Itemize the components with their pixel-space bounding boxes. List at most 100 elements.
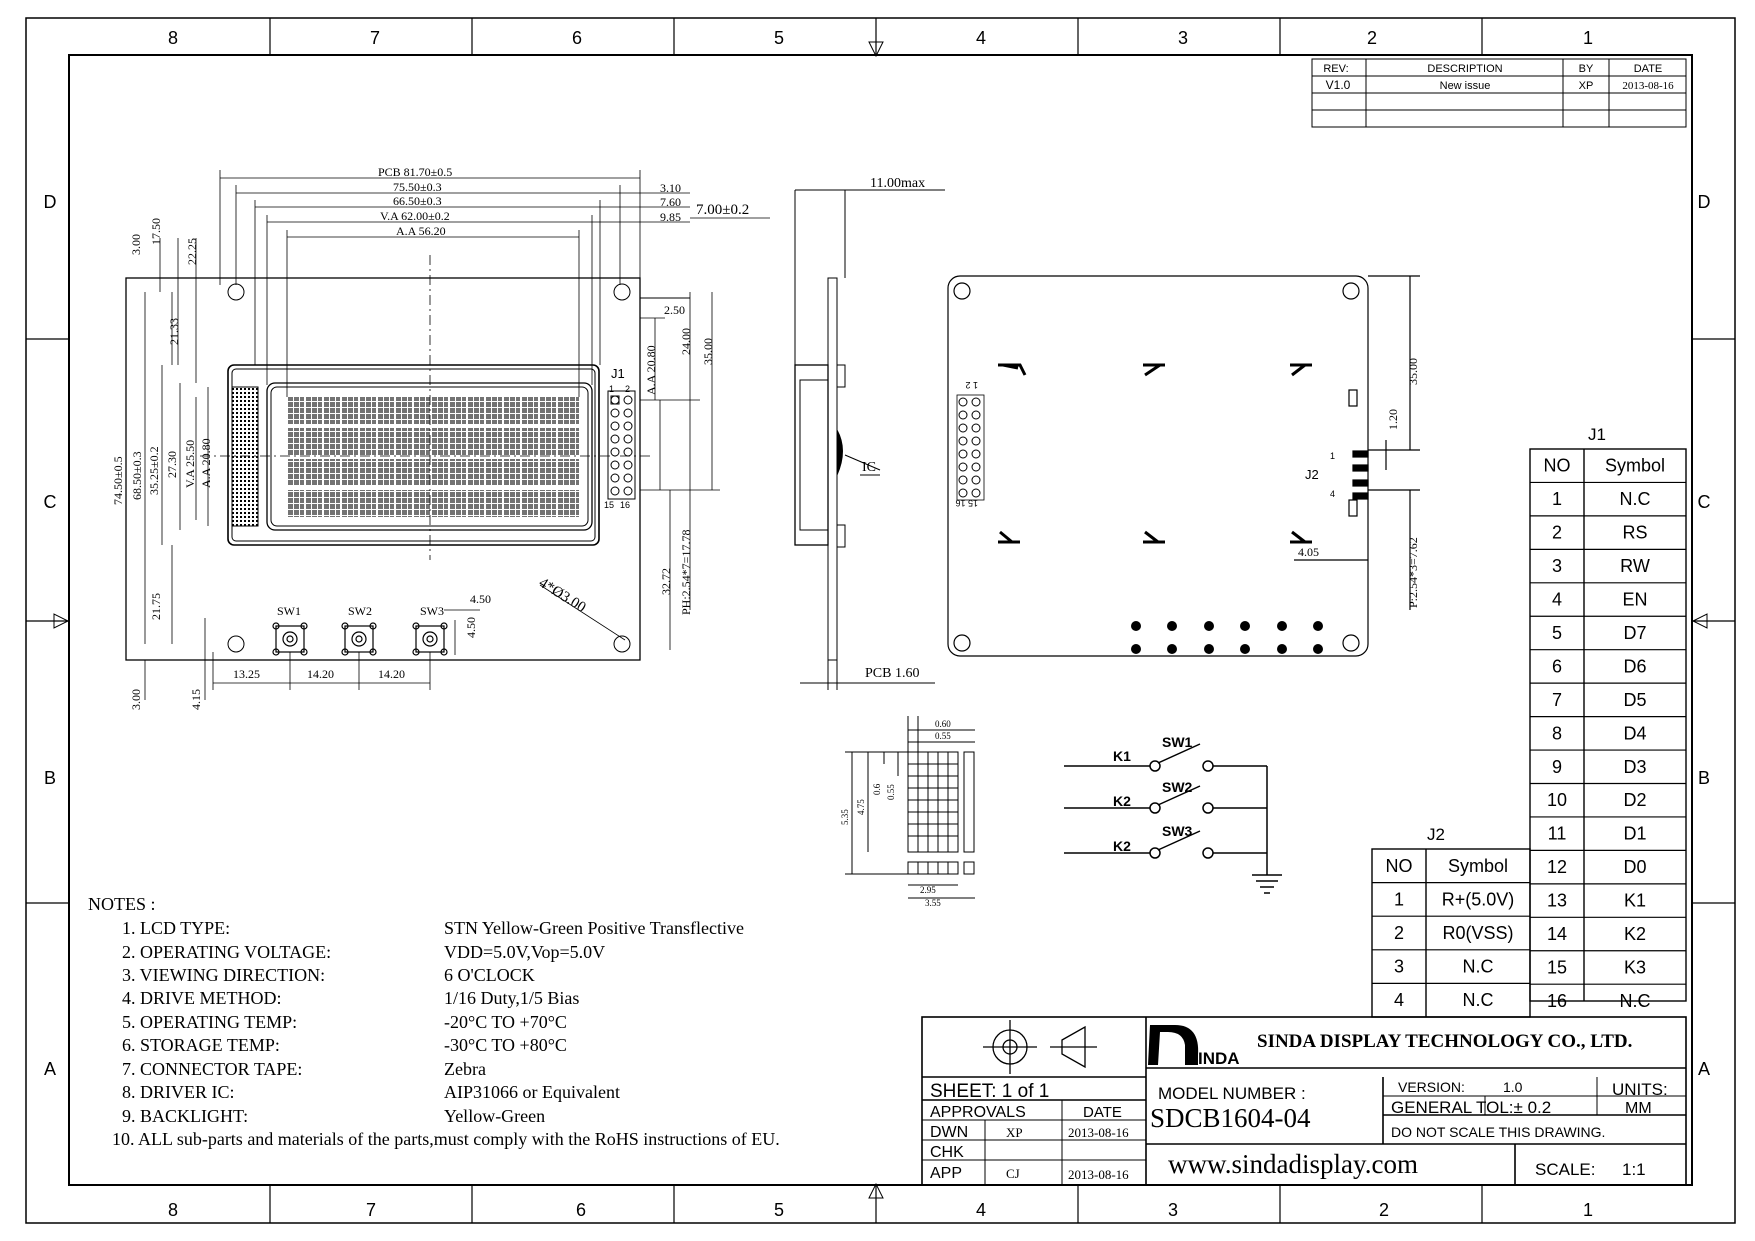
zone-bottom-5: 5 bbox=[774, 1200, 784, 1220]
note-7-label: 7. CONNECTOR TAPE: bbox=[122, 1059, 302, 1079]
scale-label: SCALE: bbox=[1535, 1160, 1595, 1179]
pin-symbol: N.C bbox=[1463, 990, 1494, 1010]
pin-symbol: D3 bbox=[1623, 757, 1646, 777]
sw1-body bbox=[275, 625, 305, 653]
pin-symbol: RS bbox=[1622, 523, 1647, 543]
front-view: PCB 81.70±0.5 75.50±0.3 66.50±0.3 V.A 62… bbox=[111, 165, 770, 710]
label-j1: J1 bbox=[611, 366, 625, 381]
dim-21-75: 21.75 bbox=[149, 593, 163, 620]
character-matrix bbox=[287, 397, 579, 517]
app-by: CJ bbox=[1006, 1166, 1020, 1181]
zone-left-b: B bbox=[44, 768, 56, 788]
schematic-k2a: K2 bbox=[1113, 793, 1131, 809]
viewing-area bbox=[266, 382, 593, 531]
schematic-k1: K1 bbox=[1113, 748, 1131, 764]
zone-left-a: A bbox=[44, 1059, 56, 1079]
back-dim-4-05: 4.05 bbox=[1298, 545, 1319, 559]
switch-schematic: K1 K2 K2 SW1 SW2 SW3 bbox=[1064, 734, 1282, 894]
zone-bottom-2: 2 bbox=[1379, 1200, 1389, 1220]
scale-value: 1:1 bbox=[1622, 1160, 1646, 1179]
schematic-sw2: SW2 bbox=[1162, 779, 1193, 795]
note-4-value: 1/16 Duty,1/5 Bias bbox=[444, 988, 579, 1008]
dim-66-50: 66.50±0.3 bbox=[393, 194, 442, 208]
pin-symbol: D1 bbox=[1623, 824, 1646, 844]
dim-va-width: V.A 62.00±0.2 bbox=[380, 209, 450, 223]
pin-symbol: N.C bbox=[1463, 957, 1494, 977]
dim-3-00-top: 3.00 bbox=[129, 234, 143, 255]
back-dim-1-20: 1.20 bbox=[1386, 409, 1400, 430]
dot-dim-0-60: 0.60 bbox=[935, 719, 951, 729]
rev-value: V1.0 bbox=[1326, 78, 1351, 92]
note-10: 10. ALL sub-parts and materials of the p… bbox=[112, 1129, 780, 1149]
pin-symbol: D5 bbox=[1623, 690, 1646, 710]
zone-top-2: 2 bbox=[1367, 28, 1377, 48]
dot-dim-0-55-v: 0.55 bbox=[886, 784, 896, 800]
units-label: UNITS: bbox=[1612, 1080, 1668, 1099]
app-label: APP bbox=[930, 1165, 962, 1182]
dim-4-15: 4.15 bbox=[189, 689, 203, 710]
dot-dim-5-35: 5.35 bbox=[840, 809, 850, 825]
pin-symbol: D7 bbox=[1623, 623, 1646, 643]
projection-symbol-icon bbox=[983, 1020, 1097, 1074]
pin-number: 3 bbox=[1394, 957, 1404, 977]
rev-date: 2013-08-16 bbox=[1622, 80, 1674, 92]
dim-2-50: 2.50 bbox=[664, 303, 685, 317]
dot-detail: 0.60 0.55 5.35 4.75 0.6 0.55 2.95 3.55 bbox=[840, 716, 975, 908]
pin-number: 8 bbox=[1552, 723, 1562, 743]
pin-number: 1 bbox=[1552, 489, 1562, 509]
pin-number: 11 bbox=[1548, 824, 1567, 844]
dim-7-00: 7.00±0.2 bbox=[696, 202, 749, 218]
j2-table-title: J2 bbox=[1427, 825, 1445, 844]
note-6-value: -30°C TO +80°C bbox=[444, 1035, 567, 1055]
back-dim-pitch: P:2.54*3=7.62 bbox=[1406, 537, 1420, 608]
zebra-connector bbox=[231, 386, 259, 527]
dim-22-25: 22.25 bbox=[185, 238, 199, 265]
back-j2-label: J2 bbox=[1305, 467, 1319, 482]
dot-dim-4-75: 4.75 bbox=[856, 799, 866, 815]
j1-table-title: J1 bbox=[1588, 425, 1606, 444]
pin-number: 15 bbox=[1547, 957, 1567, 977]
pin-symbol: K3 bbox=[1624, 957, 1646, 977]
company-logo-icon: INDA bbox=[1148, 1025, 1240, 1068]
mount-hole bbox=[613, 635, 631, 653]
label-sw1: SW1 bbox=[277, 604, 301, 618]
note-3-value: 6 O'CLOCK bbox=[444, 965, 535, 985]
back-j2-pin-1: 1 bbox=[1330, 451, 1335, 461]
pin-symbol: D6 bbox=[1623, 656, 1646, 676]
zone-top-8: 8 bbox=[168, 28, 178, 48]
note-2-label: 2. OPERATING VOLTAGE: bbox=[122, 942, 331, 962]
units-value: MM bbox=[1625, 1100, 1652, 1117]
dim-pcb-thickness: PCB 1.60 bbox=[865, 666, 919, 681]
zone-bottom-6: 6 bbox=[576, 1200, 586, 1220]
dim-va-height: V.A 25.50 bbox=[183, 440, 197, 488]
dim-27-30: 27.30 bbox=[165, 451, 179, 478]
side-pcb bbox=[827, 277, 838, 661]
j1-pin-1: 1 bbox=[609, 384, 614, 394]
zone-bottom-8: 8 bbox=[168, 1200, 178, 1220]
pin-symbol: K2 bbox=[1624, 924, 1646, 944]
dim-32-72: 32.72 bbox=[659, 568, 673, 595]
dim-11-max: 11.00max bbox=[870, 176, 925, 191]
do-not-scale: DO NOT SCALE THIS DRAWING. bbox=[1391, 1124, 1605, 1140]
zone-bottom-3: 3 bbox=[1168, 1200, 1178, 1220]
rev-header-rev: REV: bbox=[1323, 63, 1348, 75]
zone-top-7: 7 bbox=[370, 28, 380, 48]
dim-4-50-b: 4.50 bbox=[464, 617, 478, 638]
pin-symbol: D0 bbox=[1623, 857, 1646, 877]
pin-symbol: D2 bbox=[1623, 790, 1646, 810]
zone-top-4: 4 bbox=[976, 28, 986, 48]
dim-3-00-bottom: 3.00 bbox=[129, 689, 143, 710]
label-sw2: SW2 bbox=[348, 604, 372, 618]
zone-left-c: C bbox=[44, 492, 57, 512]
general-tolerance: GENERAL TOL:± 0.2 bbox=[1391, 1098, 1551, 1117]
j1-pin-2: 2 bbox=[625, 384, 630, 394]
dim-pcb-width: PCB 81.70±0.5 bbox=[378, 165, 452, 179]
pin-number: 13 bbox=[1547, 891, 1567, 911]
rev-description: New issue bbox=[1440, 80, 1491, 92]
version-value: 1.0 bbox=[1503, 1079, 1523, 1095]
dim-68-50: 68.50±0.3 bbox=[130, 451, 144, 500]
dim-75-50: 75.50±0.3 bbox=[393, 180, 442, 194]
model-number: SDCB1604-04 bbox=[1150, 1103, 1311, 1133]
note-7-value: Zebra bbox=[444, 1059, 486, 1079]
